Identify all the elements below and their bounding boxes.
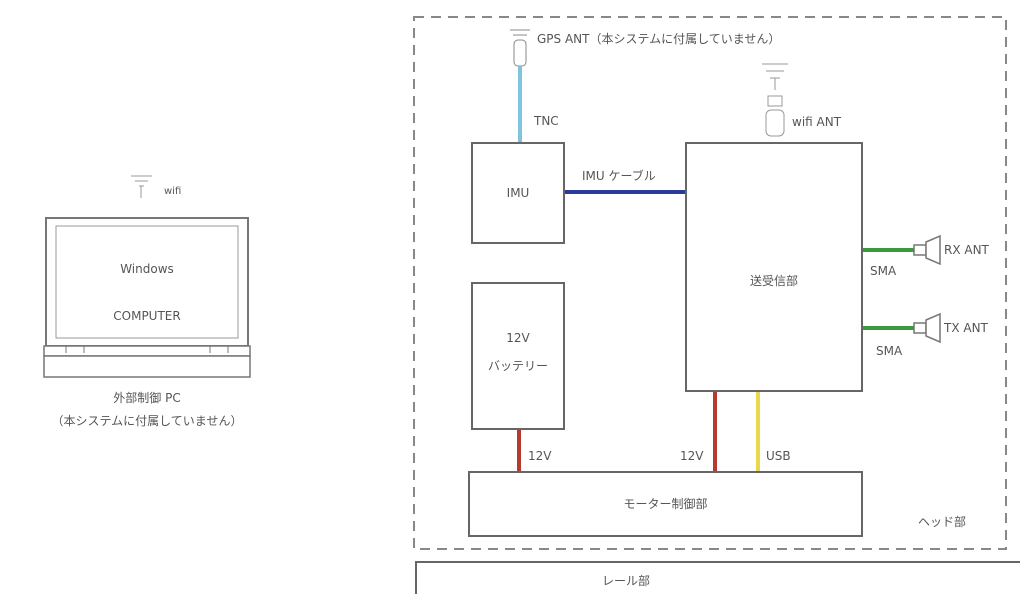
tx-antenna-icon <box>913 312 941 344</box>
rx-sma-label: SMA <box>870 264 897 278</box>
pc-screen-line1: Windows <box>120 262 174 276</box>
gps-antenna-icon <box>510 29 530 67</box>
pc-wifi-label: wifi <box>164 186 182 197</box>
wifi-antenna-icon <box>762 63 788 137</box>
pc-wifi-icon <box>131 175 152 198</box>
pc-caption: 外部制御 PC <box>113 391 181 405</box>
battery-power-label: 12V <box>528 449 552 463</box>
motor-control-label: モーター制御部 <box>623 497 708 511</box>
usb-label: USB <box>766 449 791 463</box>
rail-box <box>415 561 1020 594</box>
rx-antenna-label: RX ANT <box>944 243 989 257</box>
imu-cable-label: IMU ケーブル <box>582 169 656 183</box>
pc-caption-note: （本システムに付属していません） <box>51 414 243 428</box>
battery-box <box>471 282 565 430</box>
tx-sma-label: SMA <box>876 344 903 358</box>
wifi-antenna-label: wifi ANT <box>792 115 842 129</box>
gps-antenna-label: GPS ANT（本システムに付属していません） <box>537 32 781 46</box>
head-section-label: ヘッド部 <box>918 515 967 529</box>
imu-box <box>471 142 565 244</box>
transceiver-box <box>685 142 863 392</box>
battery-label-voltage: 12V <box>506 331 530 345</box>
rx-antenna-icon <box>913 234 941 266</box>
imu-label: IMU <box>506 186 530 200</box>
tx-antenna-label: TX ANT <box>944 321 988 335</box>
transceiver-label: 送受信部 <box>749 274 798 288</box>
head-frame <box>413 16 1007 550</box>
tnc-label: TNC <box>534 114 559 128</box>
rail-section-label: レール部 <box>601 574 650 588</box>
motor-box <box>468 471 863 537</box>
battery-label: バッテリー <box>487 359 548 373</box>
pc-screen-line2: COMPUTER <box>113 309 181 323</box>
transceiver-power-label: 12V <box>680 449 704 463</box>
laptop-icon <box>43 217 251 378</box>
